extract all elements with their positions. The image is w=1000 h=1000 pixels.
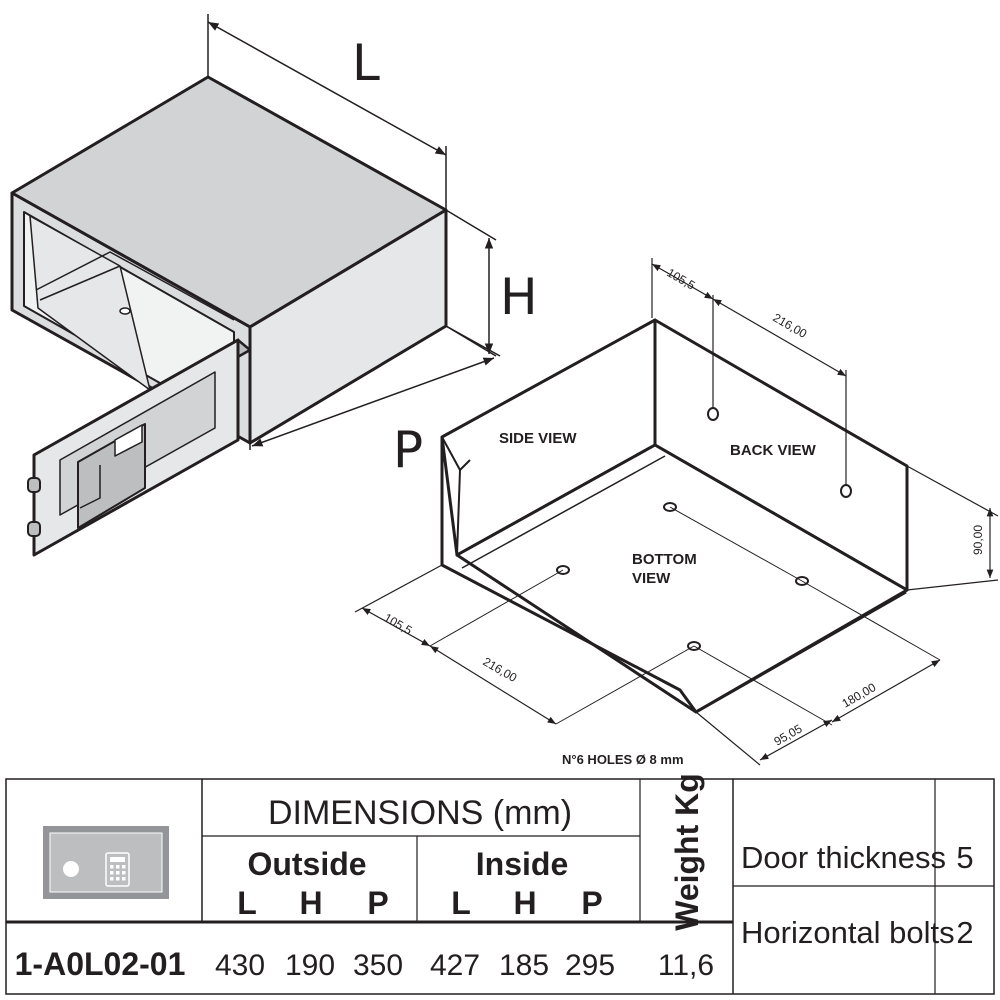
back-hole-right [840, 484, 852, 498]
inside-header: Inside [476, 846, 568, 882]
bolts-value: 2 [956, 915, 973, 950]
inside-H-value: 185 [499, 949, 549, 982]
dimensions-header: DIMENSIONS (mm) [268, 794, 572, 832]
back-view-label: BACK VIEW [730, 442, 817, 459]
door-thickness-label: Door thickness [741, 840, 946, 875]
model-code: 1-A0L02-01 [15, 946, 186, 982]
outside-col-H: H [299, 885, 322, 921]
back-height-dim: 90,00 [971, 525, 985, 555]
label-L: L [352, 34, 380, 92]
label-H: H [500, 268, 538, 326]
inside-col-L: L [451, 885, 471, 921]
back-offset-dim: 105,5 [665, 265, 698, 292]
weight-value: 11,6 [658, 949, 714, 982]
spec-table [5, 778, 995, 995]
door-bolt-bottom [27, 521, 41, 537]
inside-col-H: H [513, 885, 536, 921]
dimension-P [249, 325, 501, 450]
bottom-view-label-line1: BOTTOM [632, 551, 697, 568]
outside-L-value: 430 [215, 949, 265, 982]
bottom-view-label-line2: VIEW [632, 570, 671, 587]
bottom-dimension-lines [354, 564, 941, 766]
inside-P-value: 295 [565, 949, 615, 982]
outside-H-value: 190 [285, 949, 335, 982]
outside-col-P: P [367, 885, 388, 921]
outside-col-L: L [237, 885, 257, 921]
inside-L-value: 427 [430, 949, 480, 982]
dimension-L [207, 14, 447, 210]
holes-note: N°6 HOLES Ø 8 mm [562, 752, 684, 767]
side-view-label: SIDE VIEW [499, 430, 577, 447]
back-spacing-dim: 216,00 [771, 310, 810, 341]
floor-hole [119, 307, 131, 315]
dimension-H [445, 209, 497, 357]
label-P: P [393, 421, 423, 479]
door-thickness-value: 5 [956, 840, 973, 875]
safe-icon [43, 826, 169, 899]
outside-header: Outside [247, 846, 366, 882]
bolts-label: Horizontal bolts [741, 915, 955, 950]
safe-illustration [10, 75, 448, 557]
inside-col-P: P [581, 885, 602, 921]
outside-P-value: 350 [353, 949, 403, 982]
back-hole-left [707, 407, 719, 421]
back-dimension-lines [651, 258, 999, 591]
bottom-offset-dim: 105,5 [382, 610, 415, 637]
weight-header: Weight Kg [669, 773, 705, 931]
keypad-display [114, 424, 143, 457]
floor-guide-lines [429, 506, 941, 726]
tray-illustration [440, 318, 909, 714]
door-bolt-top [27, 477, 41, 493]
